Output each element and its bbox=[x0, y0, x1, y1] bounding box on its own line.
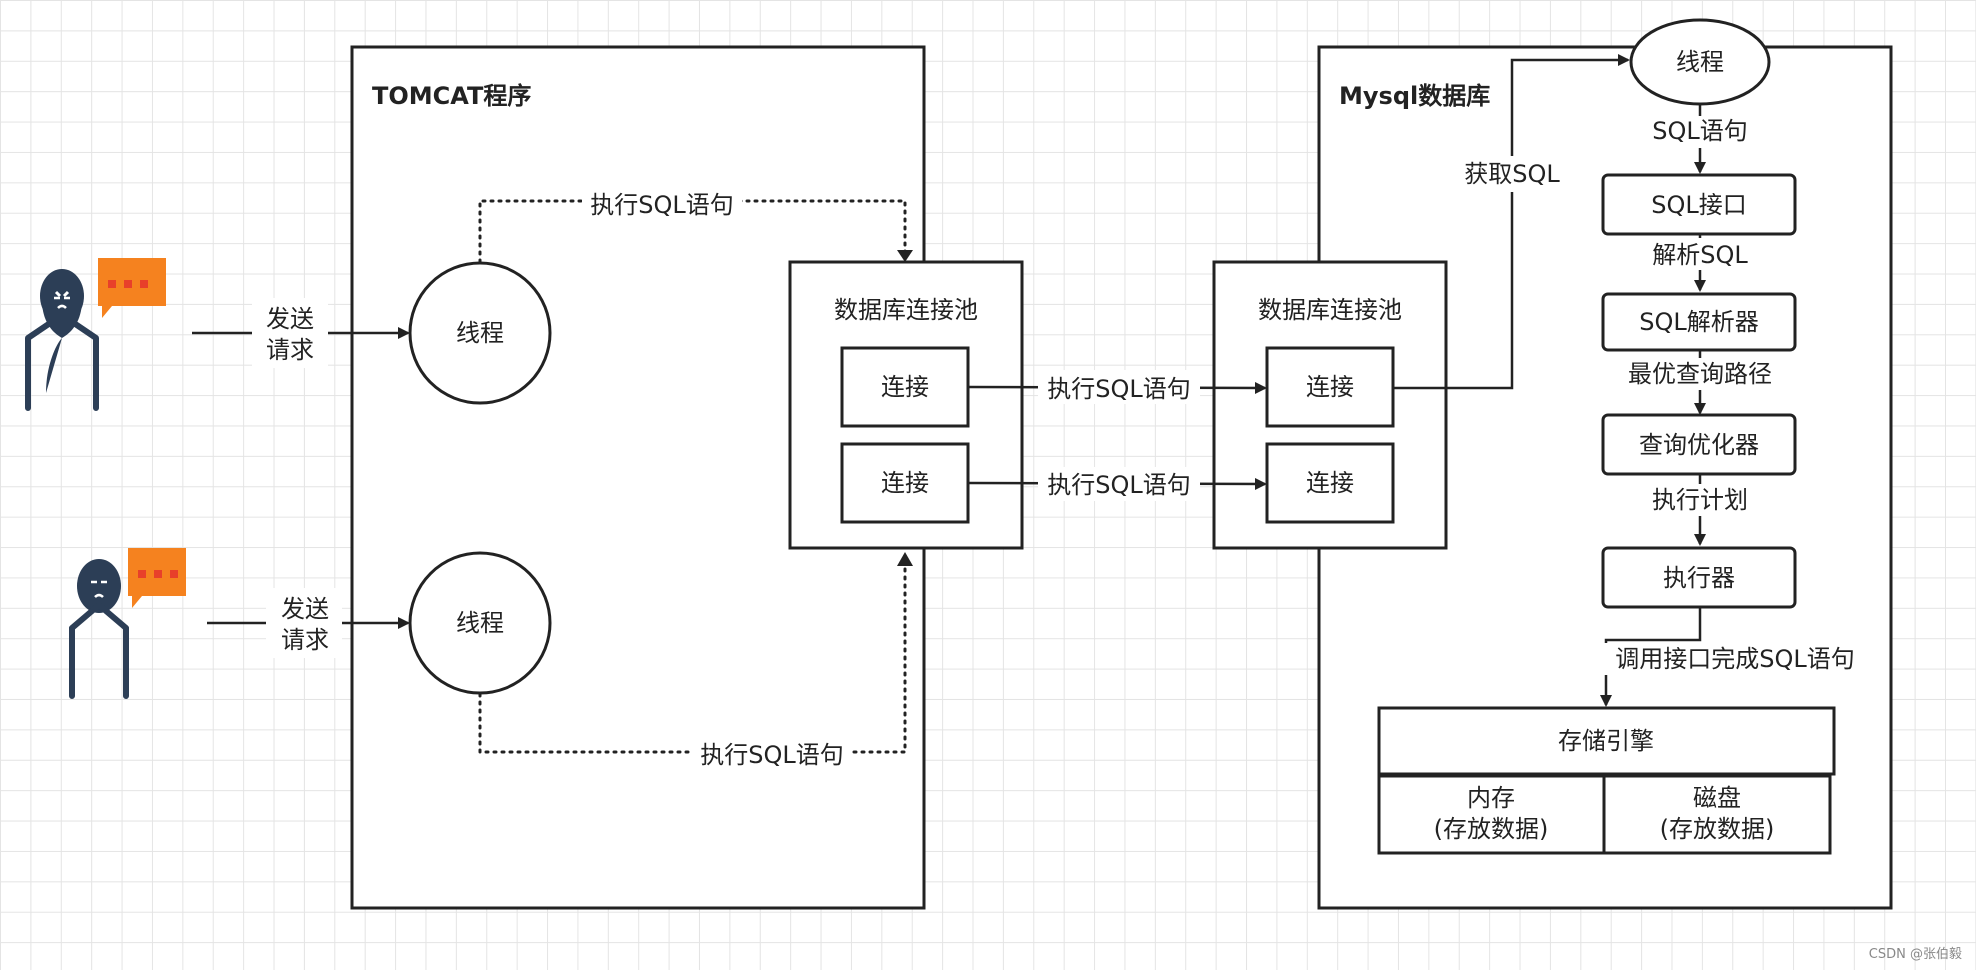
mysql-connection-2 bbox=[1265, 442, 1395, 524]
storage-engine-label: 存储引擎 bbox=[1558, 727, 1654, 755]
dotted-exec-label: 执行SQL语句 bbox=[700, 741, 844, 769]
send-request-label: 请求 bbox=[281, 626, 329, 654]
step-label: 解析SQL bbox=[1652, 241, 1748, 269]
pool-title: 数据库连接池 bbox=[1258, 296, 1402, 324]
thread-label: 线程 bbox=[1676, 48, 1724, 76]
send-request-label: 发送 bbox=[266, 305, 314, 333]
disk-label: 磁盘 bbox=[1693, 784, 1741, 812]
disk-box bbox=[1602, 774, 1832, 855]
step-label: 执行计划 bbox=[1652, 486, 1748, 514]
exec-sql-label: 执行SQL语句 bbox=[1047, 375, 1191, 403]
tomcat-title: TOMCAT程序 bbox=[372, 82, 531, 110]
exec-sql-label: 执行SQL语句 bbox=[1047, 471, 1191, 499]
connection-label: 连接 bbox=[1306, 373, 1354, 401]
send-request-label: 请求 bbox=[266, 336, 314, 364]
get-sql-label: 获取SQL bbox=[1464, 160, 1560, 188]
disk-label: (存放数据) bbox=[1660, 815, 1775, 843]
speech-bubble-icon bbox=[128, 548, 186, 608]
send-request-label: 发送 bbox=[281, 595, 329, 623]
sql-interface-label: SQL接口 bbox=[1651, 191, 1747, 219]
storage-engine-box bbox=[1377, 706, 1836, 776]
connection-label: 连接 bbox=[881, 373, 929, 401]
thread-label: 线程 bbox=[456, 319, 504, 347]
pool-title: 数据库连接池 bbox=[834, 296, 978, 324]
connection-label: 连接 bbox=[881, 469, 929, 497]
step-label: 最优查询路径 bbox=[1628, 360, 1772, 388]
dotted-exec-label: 执行SQL语句 bbox=[590, 191, 734, 219]
memory-label: 内存 bbox=[1467, 784, 1515, 812]
memory-box bbox=[1377, 774, 1606, 855]
optimizer-label: 查询优化器 bbox=[1639, 431, 1759, 459]
memory-label: (存放数据) bbox=[1434, 815, 1549, 843]
speech-bubble-icon bbox=[98, 258, 166, 318]
watermark: CSDN @张伯毅 bbox=[1869, 946, 1962, 962]
tomcat-connection-1 bbox=[840, 346, 970, 428]
sql-parser-label: SQL解析器 bbox=[1639, 308, 1759, 336]
thread-label: 线程 bbox=[456, 609, 504, 637]
connection-label: 连接 bbox=[1306, 469, 1354, 497]
user-2-icon bbox=[69, 559, 129, 699]
step-label: SQL语句 bbox=[1652, 117, 1748, 145]
tomcat-connection-2 bbox=[840, 442, 970, 524]
get-sql-arrow bbox=[1393, 54, 1630, 390]
step-label: 调用接口完成SQL语句 bbox=[1615, 645, 1855, 673]
mysql-title: Mysql数据库 bbox=[1339, 82, 1490, 110]
mysql-connection-1 bbox=[1265, 346, 1395, 428]
user-1-icon bbox=[25, 269, 99, 411]
executor-label: 执行器 bbox=[1663, 564, 1735, 592]
